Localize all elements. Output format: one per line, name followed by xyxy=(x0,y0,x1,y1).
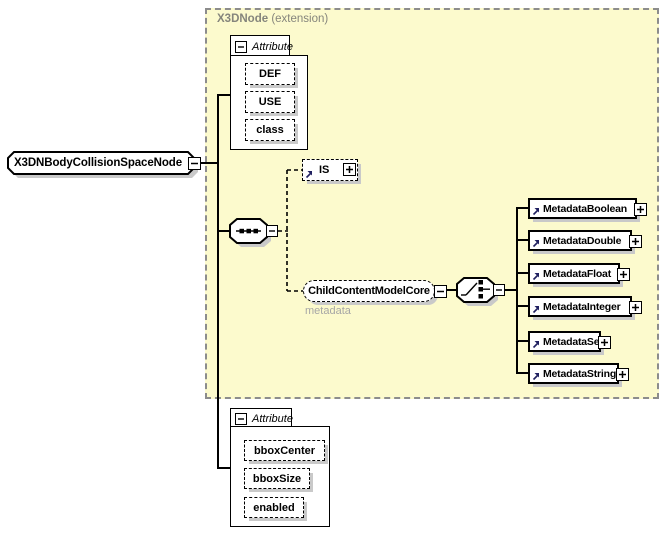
expand-toggle[interactable] xyxy=(629,235,642,248)
collapse-toggle[interactable] xyxy=(493,284,505,296)
collapse-toggle[interactable] xyxy=(235,40,247,53)
collapse-toggle[interactable] xyxy=(266,225,278,237)
element-label: MetadataFloat xyxy=(543,267,611,280)
element-label: MetadataDouble xyxy=(543,234,622,247)
plus-icon xyxy=(601,339,608,346)
minus-icon xyxy=(238,417,244,420)
child-content-model-node[interactable]: ChildContentModelCore xyxy=(303,280,447,302)
attribute-label: enabled xyxy=(253,501,295,514)
attribute-node-def[interactable]: DEF xyxy=(245,63,295,85)
element-reference-arrow-icon xyxy=(532,306,540,314)
root-element-node[interactable]: X3DNBodyCollisionSpaceNode xyxy=(8,152,188,174)
minus-icon xyxy=(496,289,502,291)
attribute-group-bottom-header[interactable]: Attribute xyxy=(230,408,293,428)
attribute-node-use[interactable]: USE xyxy=(245,91,295,113)
child-content-model-label: ChildContentModelCore xyxy=(308,285,430,297)
attribute-label: bboxSize xyxy=(252,472,302,485)
expand-toggle[interactable] xyxy=(634,203,647,216)
attribute-node-bboxcenter[interactable]: bboxCenter xyxy=(244,440,325,461)
element-label: MetadataSet xyxy=(543,335,603,348)
sequence-icon[interactable] xyxy=(228,217,276,251)
element-reference-arrow-icon xyxy=(532,208,540,216)
element-reference-arrow-icon xyxy=(532,240,540,248)
collapse-toggle[interactable] xyxy=(434,285,447,298)
choice-icon[interactable] xyxy=(453,274,505,310)
attribute-node-enabled[interactable]: enabled xyxy=(244,497,304,518)
element-reference-arrow-icon xyxy=(532,373,540,381)
plus-icon xyxy=(632,238,639,245)
expand-toggle[interactable] xyxy=(598,336,611,349)
attribute-label: class xyxy=(256,124,284,136)
element-reference-arrow-icon xyxy=(532,273,540,281)
collapse-toggle[interactable] xyxy=(188,157,201,170)
attribute-label: bboxCenter xyxy=(253,444,316,457)
root-element-label: X3DNBodyCollisionSpaceNode xyxy=(13,157,182,169)
attribute-label: USE xyxy=(258,96,282,108)
element-label: MetadataInteger xyxy=(543,300,621,313)
element-node-metadatastring[interactable]: MetadataString xyxy=(528,363,629,384)
attribute-label: DEF xyxy=(259,68,281,80)
is-element-node[interactable]: IS xyxy=(302,159,358,181)
expand-toggle[interactable] xyxy=(629,301,642,314)
element-node-metadatafloat[interactable]: MetadataFloat xyxy=(528,263,630,284)
minus-icon xyxy=(437,290,444,293)
element-node-metadataset[interactable]: MetadataSet xyxy=(528,331,611,352)
is-element-label: IS xyxy=(319,164,330,176)
metadata-annotation: metadata xyxy=(305,305,351,317)
collapse-toggle[interactable] xyxy=(235,412,247,425)
element-reference-arrow-icon xyxy=(305,171,313,179)
attribute-node-class[interactable]: class xyxy=(245,119,295,141)
element-label: MetadataString xyxy=(543,367,617,380)
element-node-metadatainteger[interactable]: MetadataInteger xyxy=(528,296,642,317)
attribute-group-top-header[interactable]: Attribute xyxy=(230,35,293,57)
attribute-node-bboxsize[interactable]: bboxSize xyxy=(244,468,310,489)
plus-icon xyxy=(637,206,644,213)
extension-region-name: X3DNode xyxy=(217,13,269,25)
expand-toggle[interactable] xyxy=(343,163,356,176)
plus-icon xyxy=(619,371,626,378)
plus-icon xyxy=(620,271,627,278)
extension-region-title: X3DNode (extension) xyxy=(217,13,329,25)
minus-icon xyxy=(269,230,275,232)
element-node-metadataboolean[interactable]: MetadataBoolean xyxy=(528,198,647,219)
root-element-shape xyxy=(7,151,198,178)
minus-icon xyxy=(191,162,198,165)
attribute-group-label: Attribute xyxy=(252,412,293,425)
attribute-group-label: Attribute xyxy=(252,40,293,53)
minus-icon xyxy=(238,45,244,48)
expand-toggle[interactable] xyxy=(616,368,629,381)
element-reference-arrow-icon xyxy=(532,341,540,349)
expand-toggle[interactable] xyxy=(617,268,630,281)
element-label: MetadataBoolean xyxy=(543,202,627,215)
element-node-metadatadouble[interactable]: MetadataDouble xyxy=(528,230,642,251)
plus-icon xyxy=(346,166,353,173)
plus-icon xyxy=(632,304,639,311)
